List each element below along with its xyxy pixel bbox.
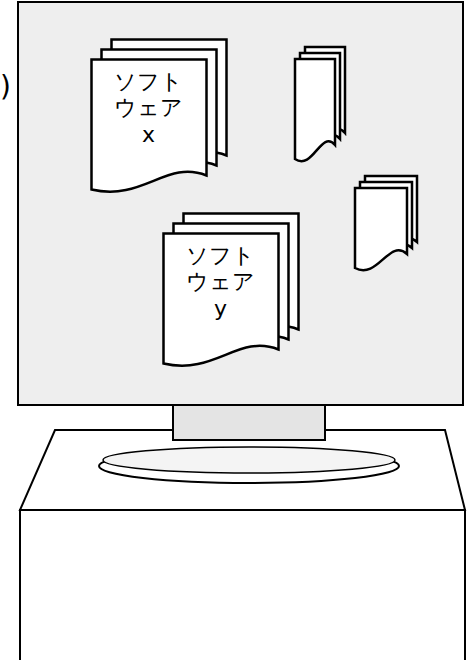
document-title: ソフト ウェア x xyxy=(111,69,186,148)
document-title: ソフト ウェア y xyxy=(183,243,258,322)
document-stack xyxy=(90,38,230,203)
figure-label: ) xyxy=(0,70,11,103)
monitor-screen xyxy=(18,2,463,405)
document-page xyxy=(92,60,207,192)
document-page xyxy=(295,59,335,161)
desk-front xyxy=(20,510,465,660)
desk-top xyxy=(20,430,465,510)
small-document-stack xyxy=(355,176,417,270)
document-stack xyxy=(162,212,302,377)
monitor-neck xyxy=(173,402,325,440)
document-stack-node: ソフト ウェア x xyxy=(90,38,230,203)
document-stack-node: ソフト ウェア y xyxy=(162,212,302,377)
monitor-base-top xyxy=(103,447,395,473)
small-document-stack xyxy=(295,47,345,161)
document-page xyxy=(355,188,407,270)
document-page xyxy=(164,234,279,366)
